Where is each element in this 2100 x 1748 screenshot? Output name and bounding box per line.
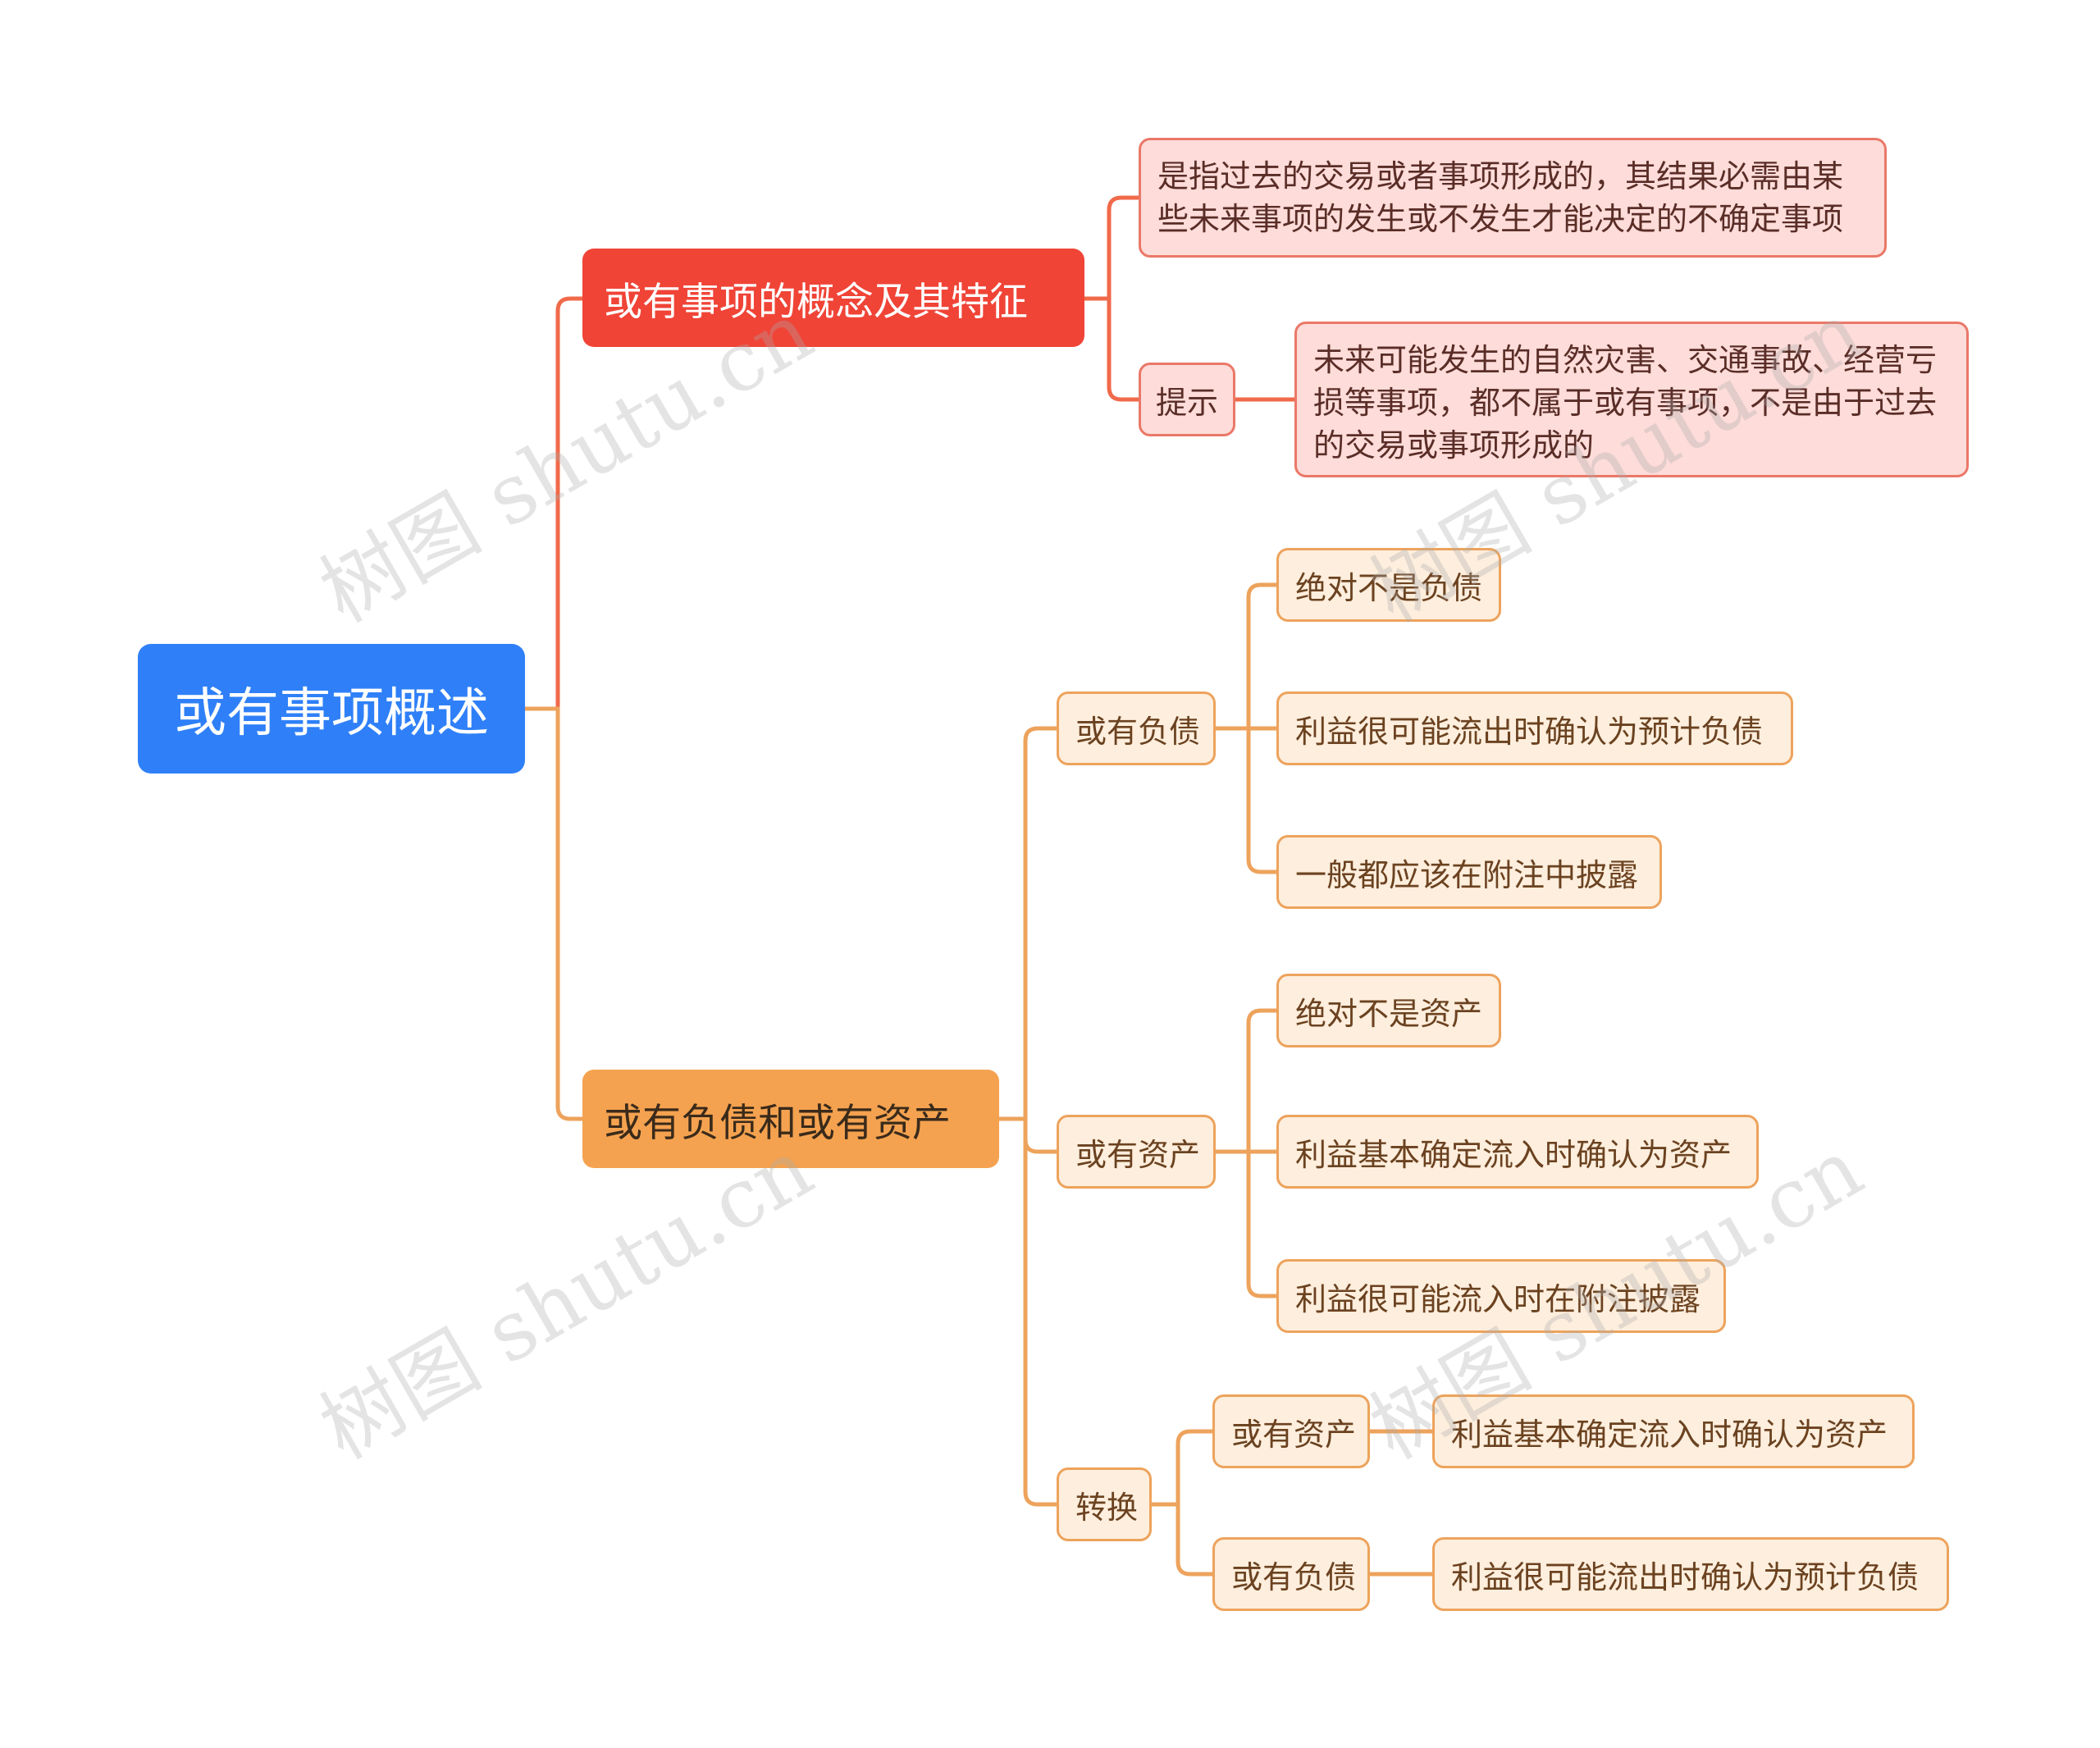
connector-asset-3 xyxy=(1213,1149,1279,1298)
root-topic[interactable]: 或有事项概述 xyxy=(138,644,525,774)
topic-concept-features[interactable]: 或有事项的概念及其特征 xyxy=(582,249,1084,347)
topic-conversion-liability-rule[interactable]: 利益很可能流出时确认为预计负债 xyxy=(1432,1537,1949,1611)
connector-red-tip xyxy=(1082,296,1141,402)
connector-asset-1 xyxy=(1213,1008,1279,1154)
connector-orange-convert xyxy=(997,1116,1059,1507)
topic-conversion[interactable]: 转换 xyxy=(1057,1467,1152,1541)
topic-contingent-liability[interactable]: 或有负债 xyxy=(1057,691,1216,765)
connector-liability-3 xyxy=(1213,726,1279,874)
topic-liability-disclose[interactable]: 一般都应该在附注中披露 xyxy=(1276,835,1662,909)
topic-definition[interactable]: 是指过去的交易或者事项形成的，其结果必需由某些未来事项的发生或不发生才能决定的不… xyxy=(1139,138,1887,258)
connector-orange-liability xyxy=(997,726,1059,1121)
topic-contingent-liabilities-assets[interactable]: 或有负债和或有资产 xyxy=(582,1070,999,1168)
topic-conversion-asset[interactable]: 或有资产 xyxy=(1212,1394,1370,1468)
connector-liability-1 xyxy=(1213,582,1279,731)
topic-conversion-liability[interactable]: 或有负债 xyxy=(1212,1537,1370,1611)
topic-asset-recognize[interactable]: 利益基本确定流入时确认为资产 xyxy=(1276,1115,1759,1189)
topic-liability-not-debt[interactable]: 绝对不是负债 xyxy=(1276,548,1501,622)
topic-liability-recognize[interactable]: 利益很可能流出时确认为预计负债 xyxy=(1276,691,1793,765)
connector-root-red xyxy=(523,296,585,711)
connector-convert-liability xyxy=(1149,1502,1215,1577)
connector-red-definition xyxy=(1082,195,1141,301)
connector-root-orange xyxy=(523,706,585,1121)
topic-tip-note[interactable]: 未来可能发生的自然灾害、交通事故、经营亏损等事项，都不属于或有事项，不是由于过去… xyxy=(1294,322,1969,477)
topic-tip[interactable]: 提示 xyxy=(1139,363,1235,436)
topic-asset-disclose[interactable]: 利益很可能流入时在附注披露 xyxy=(1276,1259,1726,1333)
topic-conversion-asset-rule[interactable]: 利益基本确定流入时确认为资产 xyxy=(1432,1394,1915,1468)
connector-orange-asset xyxy=(997,1116,1059,1154)
topic-contingent-asset[interactable]: 或有资产 xyxy=(1057,1115,1216,1189)
topic-asset-not-asset[interactable]: 绝对不是资产 xyxy=(1276,974,1501,1047)
connector-convert-asset xyxy=(1149,1429,1215,1507)
